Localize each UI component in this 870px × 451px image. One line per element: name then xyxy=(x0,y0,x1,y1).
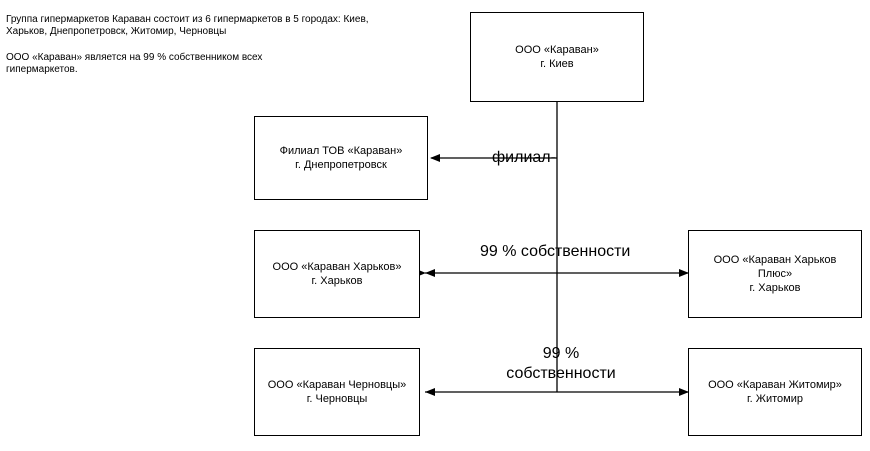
box-city: г. Харьков xyxy=(749,282,801,294)
box-karavan-dnepropetrovsk: Филиал ТОВ «Караван» г. Днепропетровск xyxy=(254,116,428,200)
box-name: ООО «Караван» xyxy=(515,44,599,56)
branch-label: филиал- xyxy=(492,149,556,166)
box-karavan-kiev: ООО «Караван» г. Киев xyxy=(470,12,644,102)
intro-note: Группа гипермаркетов Караван состоит из … xyxy=(6,14,369,37)
box-city: г. Киев xyxy=(540,58,574,70)
box-city: г. Черновцы xyxy=(306,393,368,405)
box-name: ООО «Караван Черновцы» xyxy=(267,379,407,391)
box-karavan-kharkov-plus: ООО «Караван Харьков Плюс» г. Харьков xyxy=(688,230,862,318)
ownership-label-line1: 99 % xyxy=(542,345,580,362)
box-name: ООО «Караван Харьков» xyxy=(272,261,402,273)
ownership-note: ООО «Караван» является на 99 % собственн… xyxy=(6,52,263,75)
box-city: г. Харьков xyxy=(311,275,363,287)
box-city: г. Житомир xyxy=(747,393,803,405)
box-karavan-chernovtsy: ООО «Караван Черновцы» г. Черновцы xyxy=(254,348,420,436)
chernovtsy-left-arrowhead xyxy=(425,388,435,396)
kharkov-left-arrowhead xyxy=(425,269,435,277)
box-name: Филиал ТОВ «Караван» xyxy=(279,145,403,157)
box-name-line1: ООО «Караван Харьков xyxy=(713,254,837,266)
ownership-label-line2: собственности xyxy=(506,365,616,382)
box-karavan-kharkov: ООО «Караван Харьков» г. Харьков xyxy=(254,230,420,318)
ownership-label-kharkov: 99 % собственности xyxy=(480,243,631,260)
box-name: ООО «Караван Житомир» xyxy=(708,379,842,391)
ownership-label-chernovtsy: 99 % собственности xyxy=(505,344,617,384)
box-city: г. Днепропетровск xyxy=(295,159,387,171)
box-name-line2: Плюс» xyxy=(757,268,793,280)
box-karavan-zhitomir: ООО «Караван Житомир» г. Житомир xyxy=(688,348,862,436)
